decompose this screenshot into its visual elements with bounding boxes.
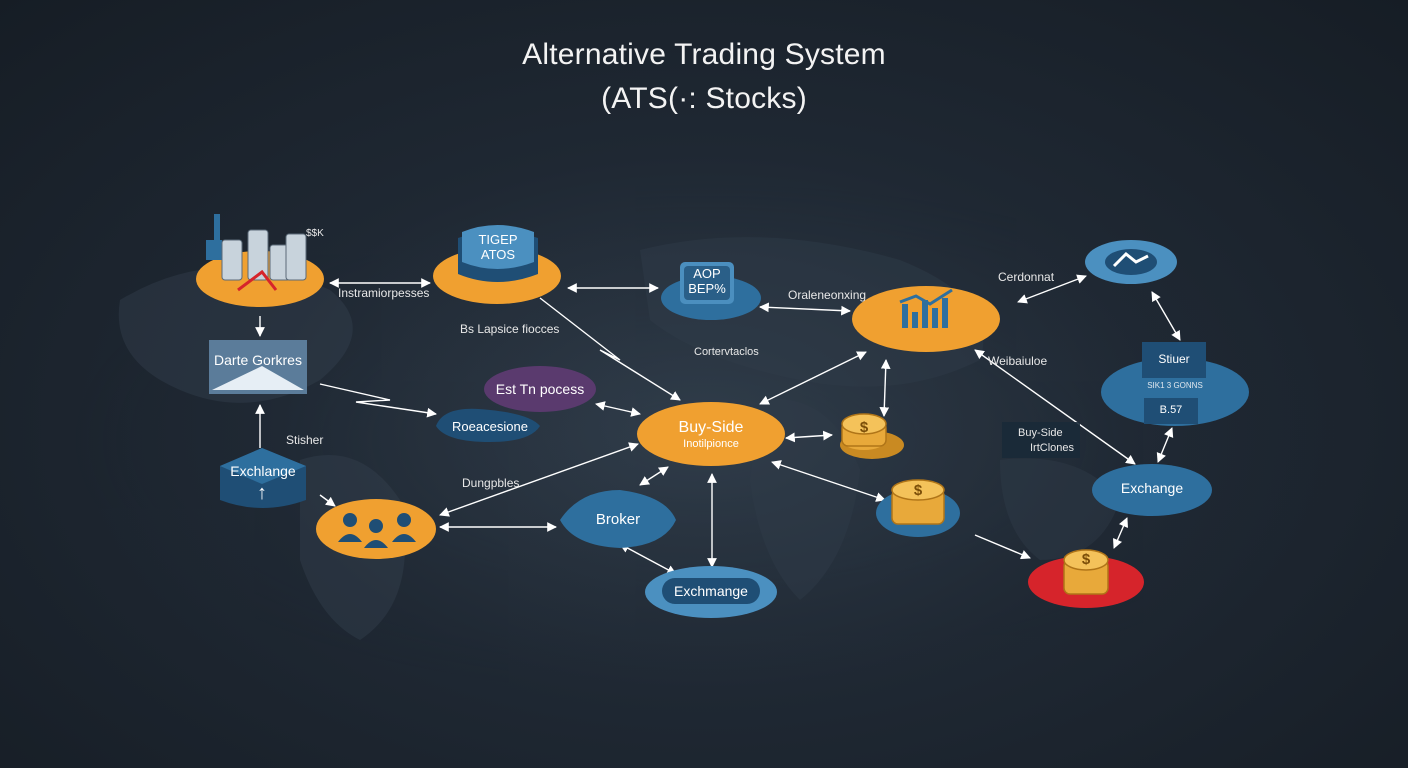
buy-side-center-label: Buy-Side Inotilpionce [637,420,785,452]
oralenserxing-label: Oraleneonxing [788,288,867,302]
connector-arrows [329,274,1181,575]
dollar-icon: $ [1081,551,1091,568]
stier-node [1002,342,1249,458]
dollar-icon: $ [913,482,923,499]
coin-node-small [840,413,904,459]
exchange-left-label: Exchlange [230,463,296,479]
aop-node [661,262,761,320]
exchange-left-node [220,448,306,508]
logo-node [1085,240,1177,284]
ats-box-line2: ATOS [480,247,516,262]
dollar-icon: $ [859,419,869,436]
coin-node-red [1028,549,1144,608]
broker-node [560,490,676,548]
stier-box-line1: Stiuer [1158,352,1190,366]
dungpbles-label: Dungpbles [462,476,520,490]
buy-side-center-node [637,402,785,466]
buy-side-center-line1: Buy-Side [678,419,744,436]
stier-box-line2: SIK1 3 GONNS [1147,381,1203,390]
buy-side-center-line2: Inotilpionce [683,438,739,450]
inoclones-label: IrtClones [1030,442,1075,454]
coin-stacks-node [196,214,324,307]
diagram-title-line2: (ATS(·: Stocks) [601,82,807,115]
instrumentpesses-label: Instramiorpesses [338,286,430,300]
exchange-right-node [1092,464,1212,516]
stisher-label: Stisher [286,433,324,447]
exchange-right-label: Exchange [1120,480,1184,496]
reocessione-label: Roeacesione [452,419,528,434]
connector-lines [255,297,1031,560]
chart-node [852,286,1000,352]
exchange-bottom-label: Exchmange [674,583,748,599]
up-arrow-icon: ↑ [257,482,267,504]
diagram-title-line1: Alternative Trading System [522,38,886,71]
est-inprocess-node [484,366,596,412]
ats-box-label: TIGEP ATOS [462,232,534,262]
reocessione-node [436,408,540,442]
buy-side-right-label: Buy-Side [1018,427,1063,439]
ats-box-line1: TIGEP [478,232,518,247]
webtubdule-label: Weibaiuloe [988,354,1048,368]
broker-label: Broker [595,511,641,528]
aop-box-line1: AOP [693,266,721,281]
stier-box-line3: B.57 [1159,404,1183,416]
people-node [316,499,436,559]
cortenstacles-label: Cortervtaclos [694,346,759,358]
darte-gorkres-node [209,340,307,394]
coin-stacks-tag: $$K [306,228,324,239]
est-inprocess-label: Est Tn pocess [495,381,585,397]
darte-gorkres-label: Darte Gorkres [214,352,302,368]
bs-lapsice-label: Bs Lapsice fiocces [460,322,560,336]
exchange-bottom-node [645,566,777,618]
coin-node-blue [876,479,960,537]
aop-box-line2: BEP% [688,281,726,296]
cerdonnat-label: Cerdonnat [998,270,1055,284]
aop-box-label: AOP BEP% [680,266,734,296]
ats-node [433,225,561,304]
